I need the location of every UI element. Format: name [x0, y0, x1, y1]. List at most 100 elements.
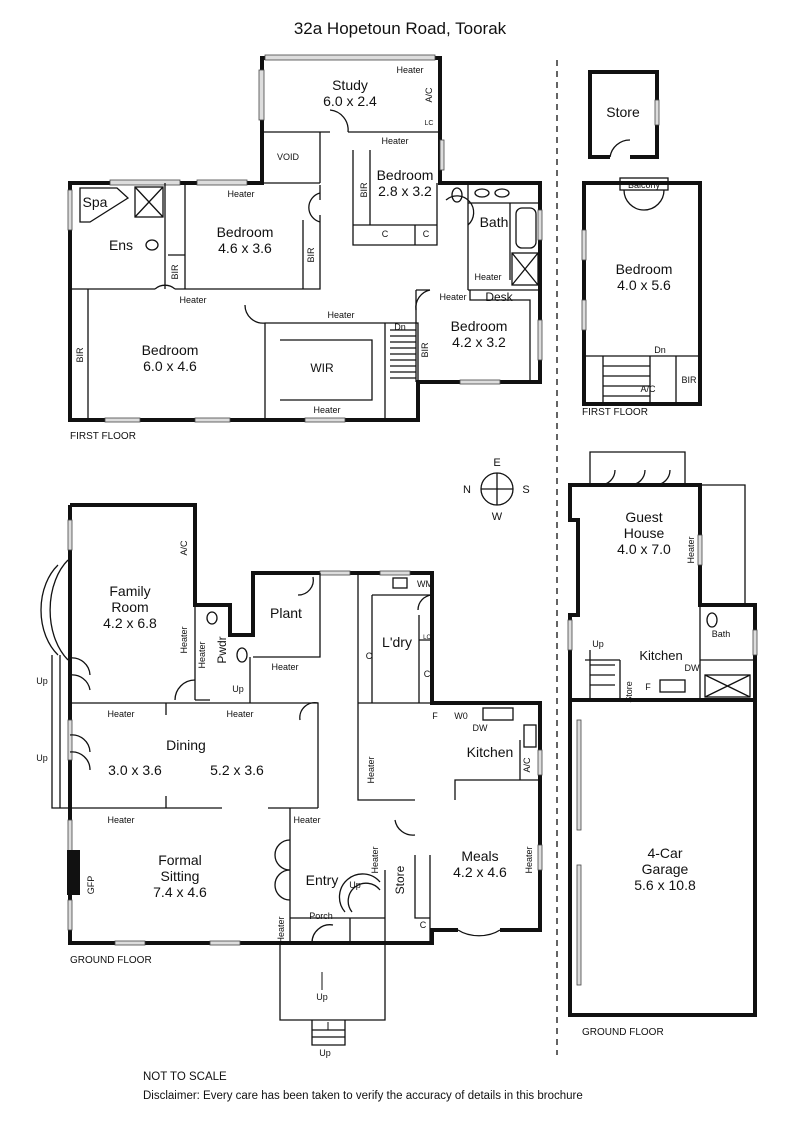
ac-label: A/C	[424, 87, 434, 103]
up-label: Up	[36, 753, 48, 763]
room-size-family: 4.2 x 6.8	[103, 615, 157, 631]
annex-first-floor-plan: Store Balcony Bedroom 4.0 x 5.6 Dn A/C B…	[581, 70, 702, 418]
up-label: Up	[349, 880, 361, 890]
heater-label: Heater	[327, 310, 354, 320]
svg-text:N: N	[463, 484, 471, 496]
floor-label: FIRST FLOOR	[582, 407, 648, 418]
room-size-garage: 5.6 x 10.8	[634, 877, 696, 893]
room-label-bedroom: Bedroom	[142, 342, 199, 358]
room-label-guest-house: House	[624, 525, 665, 541]
laundry-tub-icon	[392, 577, 408, 589]
room-label-void: VOID	[277, 152, 300, 162]
room-label-family: Room	[111, 599, 148, 615]
bay-window	[40, 559, 69, 661]
heater-label: Heater	[439, 292, 466, 302]
svg-text:S: S	[522, 484, 529, 496]
bir-label: BIR	[75, 347, 85, 363]
first-floor-plan: Study 6.0 x 2.4 Bedroom 2.8 x 3.2 Bedroo…	[67, 54, 543, 442]
shower-icon	[134, 186, 164, 218]
room-size-bedroom: 6.0 x 4.6	[143, 358, 197, 374]
heater-label: Heater	[197, 641, 207, 668]
heater-label: Heater	[524, 846, 534, 873]
dishwasher-label: DW	[685, 663, 700, 673]
heater-label: Heater	[179, 295, 206, 305]
room-label-family: Family	[109, 583, 150, 599]
washing-machine-label: WM	[417, 579, 433, 589]
heater-label: Heater	[226, 709, 253, 719]
cooktop-icon	[523, 724, 537, 748]
annex-ground-floor-plan: Guest House 4.0 x 7.0 Kitchen Bath Store…	[567, 451, 758, 1038]
ground-floor-plan: Family Room 4.2 x 6.8 Plant Pwdr L'dry K…	[36, 503, 543, 1058]
shower-icon	[511, 252, 539, 286]
room-size-meals: 4.2 x 4.6	[453, 864, 507, 880]
bir-label: BIR	[359, 182, 369, 198]
room-label-laundry: L'dry	[382, 634, 412, 650]
heater-label: Heater	[474, 272, 501, 282]
ac-label: A/C	[179, 540, 189, 556]
room-label-bath: Bath	[712, 629, 731, 639]
room-size-bedroom: 4.6 x 3.6	[218, 240, 272, 256]
room-label-wir: WIR	[310, 361, 334, 375]
svg-text:E: E	[493, 457, 500, 469]
heater-label: Heater	[381, 136, 408, 146]
room-size-dining: 3.0 x 3.6	[108, 762, 162, 778]
floor-label: GROUND FLOOR	[70, 955, 152, 966]
room-label-study: Study	[332, 77, 368, 93]
closet-label: C	[420, 920, 427, 930]
bir-label: BIR	[306, 247, 316, 263]
closet-label: C	[424, 669, 431, 679]
room-label-bedroom: Bedroom	[217, 224, 274, 240]
room-label-spa: Spa	[83, 194, 108, 210]
linen-cupboard-label: LC	[423, 635, 431, 641]
desk-label: Desk	[485, 290, 513, 304]
closet-label: C	[423, 229, 430, 239]
balcony-label: Balcony	[628, 180, 661, 190]
room-label-kitchen: Kitchen	[467, 744, 514, 760]
room-size-formal-sitting: 7.4 x 4.6	[153, 884, 207, 900]
toilet-icon	[706, 612, 718, 628]
stairs-down-label: Dn	[654, 345, 666, 355]
room-label-bedroom: Bedroom	[451, 318, 508, 334]
room-size-bedroom: 2.8 x 3.2	[378, 183, 432, 199]
room-size-study: 6.0 x 2.4	[323, 93, 377, 109]
bir-label: BIR	[681, 375, 697, 385]
basin-icon	[474, 188, 490, 198]
heater-label: Heater	[313, 405, 340, 415]
room-label-garage: 4-Car	[647, 845, 682, 861]
up-label: Up	[319, 1048, 331, 1058]
shower-icon	[704, 674, 751, 698]
compass-icon: E N S W	[463, 457, 530, 523]
linen-cupboard-label: LC	[425, 120, 434, 127]
bir-label: BIR	[170, 264, 180, 280]
heater-label: Heater	[396, 65, 423, 75]
stairs-down-label: Dn	[394, 322, 406, 332]
gfp-label: GFP	[86, 876, 96, 895]
up-label: Up	[592, 639, 604, 649]
heater-label: Heater	[179, 626, 189, 653]
svg-text:W: W	[492, 511, 503, 523]
closet-label: C	[366, 651, 373, 661]
room-label-garage: Garage	[642, 861, 689, 877]
heater-label: Heater	[107, 815, 134, 825]
heater-label: Heater	[271, 662, 298, 672]
wall-oven-label: W0	[454, 711, 468, 721]
up-label: Up	[316, 992, 328, 1002]
floor-label: GROUND FLOOR	[582, 1027, 664, 1038]
room-label-guest-house: Guest	[625, 509, 662, 525]
toilet-icon	[451, 187, 463, 203]
heater-label: Heater	[366, 756, 376, 783]
room-label-ensuite: Ens	[109, 237, 133, 253]
bir-label: BIR	[420, 342, 430, 358]
room-label-bedroom: Bedroom	[377, 167, 434, 183]
basin-icon	[494, 188, 510, 198]
room-label-bedroom: Bedroom	[616, 261, 673, 277]
room-label-formal-sitting: Formal	[158, 852, 202, 868]
fireplace-icon	[67, 850, 80, 895]
room-label-plant: Plant	[270, 605, 302, 621]
heater-label: Heater	[293, 815, 320, 825]
up-label: Up	[232, 684, 244, 694]
room-label-formal-sitting: Sitting	[161, 868, 200, 884]
fridge-label: F	[432, 711, 438, 721]
room-label-powder: Pwdr	[215, 636, 229, 663]
